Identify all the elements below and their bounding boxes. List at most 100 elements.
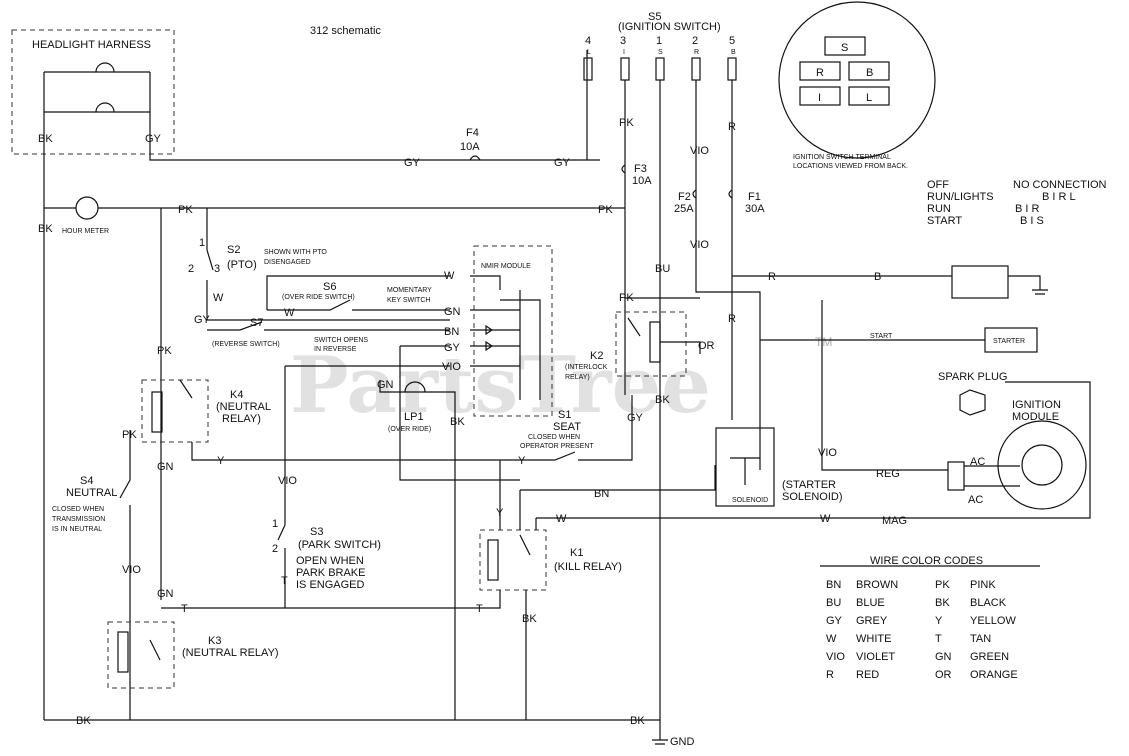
wire-label-r: R — [728, 313, 736, 325]
ignition-terminal-blocks: S R B I L — [799, 36, 890, 106]
wire-label-ac: AC — [970, 456, 985, 468]
pin-letter: L — [587, 49, 591, 56]
wire-label-ac: AC — [968, 494, 983, 506]
s3-name: S3 — [310, 526, 323, 538]
ignition-positions-table: OFF NO CONNECTION RUN/LIGHTS B I R L RUN… — [927, 179, 1107, 227]
solenoid-inner-label: SOLENOID — [732, 497, 768, 504]
position-name: START — [927, 215, 962, 227]
fuse-f2-rating: 25A — [674, 203, 694, 215]
solenoid-label-2: SOLENOID) — [782, 491, 843, 503]
trademark: TM — [815, 335, 832, 349]
wire-label-bk: BK — [38, 133, 53, 145]
wire-label-bk: BK — [450, 416, 465, 428]
diode-icon — [485, 324, 494, 352]
k3-coil — [117, 631, 129, 673]
wire-label-bk: BK — [76, 715, 91, 727]
wire-label-vio: VIO — [278, 475, 297, 487]
wire-label-gn: GN — [157, 461, 174, 473]
pin-letter: R — [694, 49, 699, 56]
pin-number: 1 — [656, 35, 662, 47]
wire-label-reg: REG — [876, 468, 900, 480]
override-lamp-icon — [404, 381, 426, 393]
wire-label-bn: BN — [444, 326, 459, 338]
wire-label-w: W — [556, 513, 567, 525]
legend-code: R — [826, 669, 834, 681]
ground-label: GND — [670, 736, 695, 748]
position-name: RUN — [927, 203, 951, 215]
position-name: OFF — [927, 179, 949, 191]
legend-items: BN BROWN PK PINK BU BLUE BK BLACK GY GRE… — [826, 579, 1018, 681]
fuse-f1-name: F1 — [748, 191, 761, 203]
s4-note-2: TRANSMISSION — [52, 516, 105, 523]
legend-code: BU — [826, 597, 841, 609]
legend-name: BLACK — [970, 597, 1007, 609]
ignition-switch-name: S5 — [648, 11, 661, 23]
lp1-sub: (OVER RIDE) — [388, 426, 431, 433]
wire-label-y: Y — [496, 507, 504, 519]
k4-sub: (NEUTRAL — [216, 401, 271, 413]
pin-letter: S — [658, 49, 663, 56]
lp1-name: LP1 — [404, 411, 424, 423]
k1-coil — [487, 539, 499, 581]
spark-plug-label: SPARK PLUG — [938, 371, 1008, 383]
position-connection: B I R — [1015, 203, 1040, 215]
s7-note-1: SWITCH OPENS — [314, 337, 368, 344]
battery-icon — [951, 265, 1009, 299]
legend-title: WIRE COLOR CODES — [870, 555, 983, 567]
wire-label-gy: GY — [444, 342, 461, 354]
hour-meter-icon — [75, 196, 99, 220]
legend-name: ORANGE — [970, 669, 1018, 681]
wire-label-or: OR — [698, 340, 715, 352]
k1-relay-box — [479, 529, 547, 591]
wire-label-pk: PK — [619, 292, 634, 304]
k2-sub: (INTERLOCK — [565, 364, 608, 371]
ignition-switch-terminal-view — [778, 1, 936, 159]
s3-note-3: IS ENGAGED — [296, 579, 365, 591]
wire-label-bk: BK — [655, 394, 670, 406]
headlight-harness-box — [11, 29, 175, 155]
s3-pin: 2 — [272, 543, 278, 555]
legend-name: RED — [856, 669, 879, 681]
k3-sub: (NEUTRAL RELAY) — [182, 647, 279, 659]
s3-sub: (PARK SWITCH) — [298, 539, 381, 551]
pin-number: 2 — [692, 35, 698, 47]
start-label: START — [870, 333, 893, 340]
s6-name: S6 — [323, 281, 336, 293]
wire-label-t: T — [476, 603, 483, 615]
spark-plug-icon — [959, 389, 986, 416]
pin-letter: I — [623, 49, 625, 56]
wire-label-bk: BK — [630, 715, 645, 727]
s2-pin: 3 — [214, 263, 220, 275]
solenoid-label-1: (STARTER — [782, 479, 836, 491]
wire-label-vio: VIO — [818, 447, 837, 459]
terminal-label: L — [866, 92, 872, 104]
wire-label-w: W — [213, 292, 224, 304]
k2-relay-box — [615, 311, 687, 377]
k2-sub2: RELAY) — [565, 374, 590, 381]
legend-code: Y — [935, 615, 943, 627]
nmir-module-box — [473, 245, 553, 417]
legend-code: GY — [826, 615, 843, 627]
watermark: PartsTree — [290, 340, 711, 431]
s2-pin: 1 — [199, 237, 205, 249]
terminal-note-1: IGNITION SWITCH TERMINAL — [793, 154, 891, 161]
ignition-switch-pins: 4 L 3 I 1 S 2 R 5 B — [583, 35, 737, 81]
legend-name: BLUE — [856, 597, 885, 609]
ignition-switch-label: (IGNITION SWITCH) — [618, 21, 721, 33]
s3-note-2: PARK BRAKE — [296, 567, 366, 579]
s7-name: S7 — [250, 317, 263, 329]
s3-note-1: OPEN WHEN — [296, 555, 364, 567]
fuse-f3-rating: 10A — [632, 175, 652, 187]
wire-label-pk: PK — [619, 117, 634, 129]
ignition-module-icon — [997, 420, 1087, 510]
wire-label-vio: VIO — [690, 239, 709, 251]
pin-number: 4 — [585, 35, 591, 47]
wire-label-b: B — [874, 271, 881, 283]
legend-code: W — [826, 633, 837, 645]
s1-note-1: CLOSED WHEN — [528, 434, 580, 441]
wire-label-gy: GY — [145, 133, 162, 145]
wire-label-w: W — [284, 307, 295, 319]
s3-pin: 1 — [272, 518, 278, 530]
k4-coil — [151, 391, 163, 433]
pin-number: 5 — [729, 35, 735, 47]
